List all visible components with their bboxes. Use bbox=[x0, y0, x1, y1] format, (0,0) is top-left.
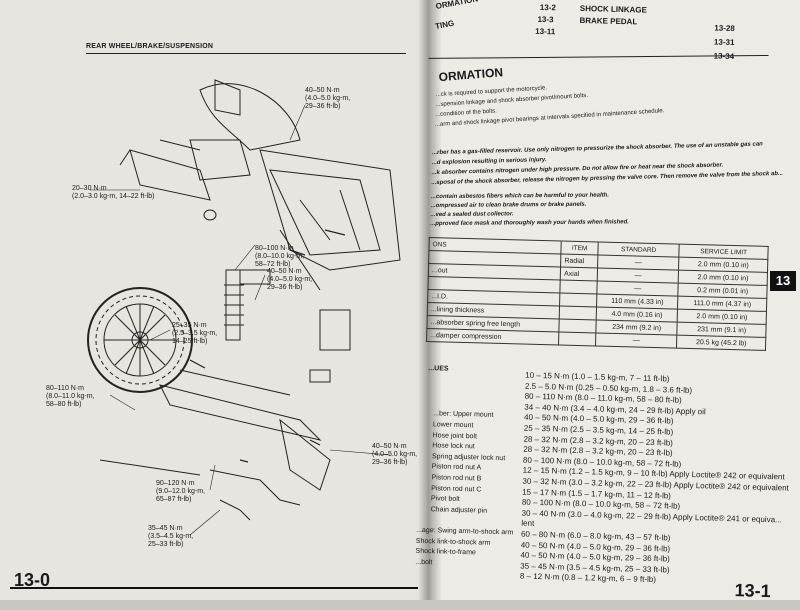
toc-ref: 13-31 bbox=[713, 37, 735, 47]
cell: ...damper compression bbox=[426, 328, 560, 345]
frame bbox=[259, 149, 401, 291]
info-line: ...condition of the bolts. bbox=[435, 108, 498, 119]
torque-item-label: Piston rod nut B bbox=[431, 474, 482, 483]
torque-callout: 80–110 N·m (8.0–11.0 kg-m, 58–80 ft-lb) bbox=[46, 385, 95, 408]
toc-title: SHOCK LINKAGE bbox=[579, 3, 648, 15]
rear-tire bbox=[87, 287, 193, 393]
page-header: REAR WHEEL/BRAKE/SUSPENSION bbox=[86, 43, 214, 50]
torque-item-value: 30 – 40 N·m (3.0 – 4.0 kg-m, 22 – 29 ft-… bbox=[521, 508, 782, 525]
torque-item-label: Hose lock nut bbox=[432, 442, 475, 451]
cell bbox=[558, 331, 596, 346]
torque-item-label: Lower mount bbox=[432, 421, 474, 430]
torque-callout: 80–100 N·m (8.0–10.0 kg-m, 58–72 ft-lb) bbox=[255, 245, 305, 268]
section-title: ORMATION bbox=[438, 65, 504, 85]
footer-rule bbox=[10, 587, 420, 589]
cell bbox=[560, 280, 598, 294]
cell bbox=[559, 306, 597, 320]
caution-line: ...ompressed air to clean brake drums or… bbox=[430, 201, 587, 210]
swing-arm bbox=[159, 309, 351, 441]
caution-line: ...ved a sealed dust collector. bbox=[430, 211, 514, 219]
cell: Axial bbox=[560, 267, 598, 281]
torque-callout: 25–35 N·m (2.5–3.5 kg-m, 14–25 ft-lb) bbox=[172, 322, 218, 345]
cell: Radial bbox=[560, 254, 598, 268]
right-page bbox=[430, 0, 800, 600]
specifications-table: ONS ITEM STANDARD SERVICE LIMIT Radial —… bbox=[426, 237, 769, 351]
toc-left: TING bbox=[434, 18, 455, 31]
toc-page: 13-11 bbox=[535, 26, 556, 37]
toc-left: ORMATION bbox=[434, 0, 479, 11]
torque-item-label: Pivot bolt bbox=[430, 495, 460, 504]
page-number: 13-0 bbox=[14, 570, 51, 590]
brake-pedal bbox=[209, 469, 301, 506]
header-rule bbox=[86, 53, 406, 54]
left-page: REAR WHEEL/BRAKE/SUSPENSION bbox=[0, 0, 430, 600]
torque-item-label: Shock link-to-shock arm bbox=[415, 537, 491, 547]
torque-item-label: ...bolt bbox=[415, 558, 433, 567]
book-gutter bbox=[418, 0, 442, 600]
torque-item-label: Piston rod nut C bbox=[431, 484, 482, 494]
cell: 20.5 kg (45.2 lb) bbox=[676, 335, 766, 351]
caution-line: ...pproved face mask and thoroughly wash… bbox=[430, 219, 629, 228]
muffler bbox=[119, 139, 217, 221]
torque-item-label: Chain adjuster pin bbox=[430, 505, 488, 515]
toc-title: BRAKE PEDAL bbox=[579, 15, 638, 27]
toc-page: 13-3 bbox=[537, 14, 554, 25]
torque-item-label: ...age: Swing arm-to-shock arm bbox=[416, 526, 514, 537]
torque-callout: 40–50 N·m (4.0–5.0 kg-m, 29–36 ft-lb) bbox=[267, 268, 313, 291]
caution-line: ...contain asbestos fibers which can be … bbox=[430, 192, 610, 201]
rear-fender bbox=[199, 83, 301, 151]
torque-item-value: 8 – 12 N·m (0.8 – 1.2 kg-m, 6 – 9 ft-lb) bbox=[519, 571, 657, 585]
torque-item-label: Piston rod nut A bbox=[431, 463, 482, 472]
warning-line: ...d explosion resulting in serious inju… bbox=[431, 157, 547, 167]
warning-line: ...rber has a gas-filled reservoir. Use … bbox=[432, 141, 763, 157]
torque-callout: 40–50 N·m (4.0–5.0 kg-m, 29–36 ft-lb) bbox=[305, 87, 351, 110]
cell: — bbox=[595, 332, 678, 349]
cell bbox=[559, 293, 597, 307]
torque-item-label: Hose joint bolt bbox=[432, 431, 478, 440]
shock-linkage bbox=[279, 418, 331, 491]
torque-item-label: Shock link-to-frame bbox=[415, 547, 476, 557]
torque-callout: 90–120 N·m (9.0–12.0 kg-m, 65–87 ft-lb) bbox=[156, 480, 206, 503]
torque-item-label: Spring adjuster lock nut bbox=[431, 453, 506, 462]
col-item: ITEM bbox=[561, 241, 599, 255]
torque-section-title: ...UES bbox=[428, 365, 449, 373]
torque-item-label: ...ber: Upper mount bbox=[433, 410, 494, 420]
air-box bbox=[189, 139, 251, 181]
torque-item-value: lent bbox=[521, 518, 535, 529]
toc-page: 13-2 bbox=[539, 2, 556, 13]
torque-callout: 20–30 N·m (2.0–3.0 kg-m, 14–22 ft-lb) bbox=[72, 185, 155, 200]
section-tab: 13 bbox=[770, 271, 796, 291]
page-number: 13-1 bbox=[734, 580, 771, 602]
exploded-diagram bbox=[87, 79, 401, 536]
torque-callout: 35–45 N·m (3.5–4.5 kg-m, 25–33 ft-lb) bbox=[148, 525, 194, 548]
shock-absorber bbox=[224, 269, 271, 341]
cell bbox=[559, 318, 597, 333]
torque-callout: 40–50 N·m (4.0–5.0 kg-m, 29–36 ft-lb) bbox=[372, 443, 418, 466]
right-page-content: ORMATION TING 13-2 SHOCK LINKAGE 13-3 BR… bbox=[414, 0, 800, 609]
toc-ref: 13-28 bbox=[714, 23, 735, 33]
